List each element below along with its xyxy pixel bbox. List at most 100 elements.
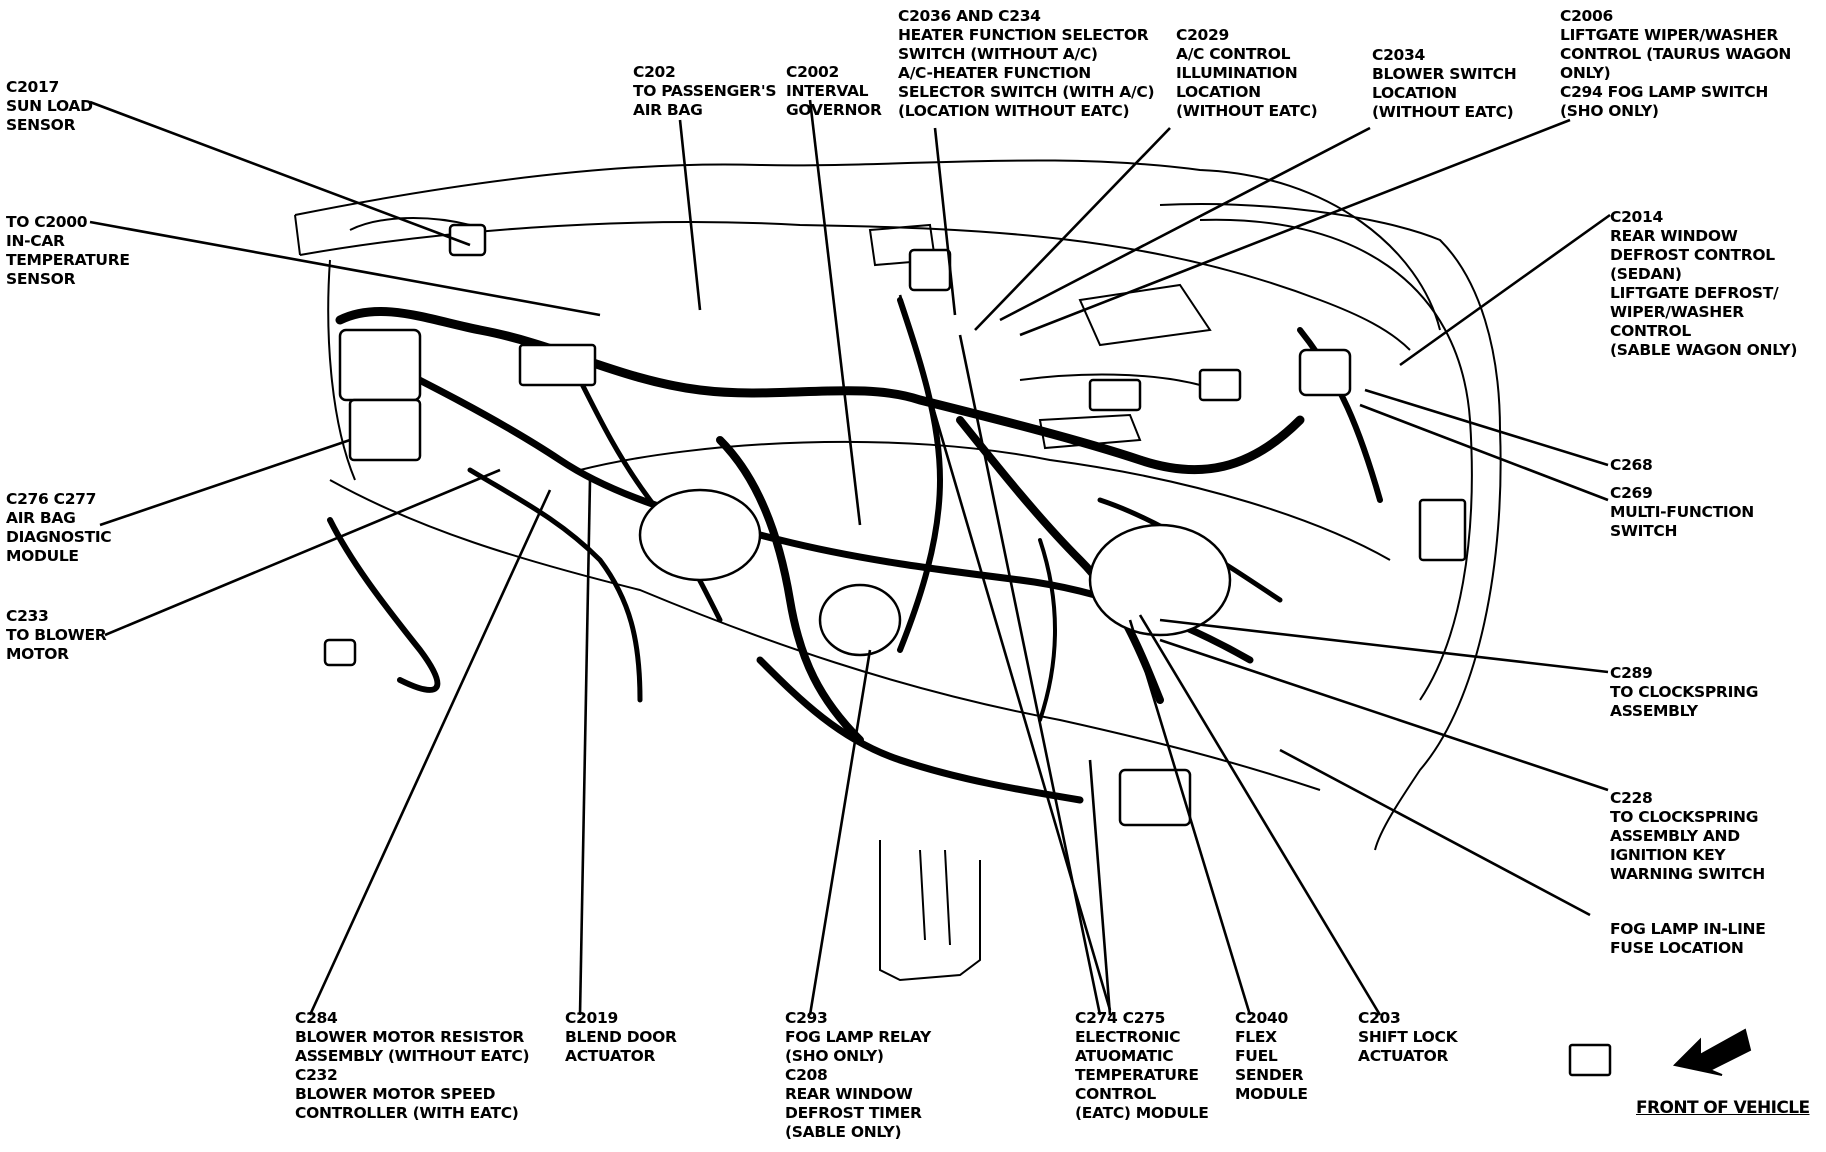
- callout-line: C232: [295, 1066, 338, 1084]
- callout-line: REAR WINDOW: [1610, 227, 1738, 245]
- callout-line: BLOWER MOTOR SPEED: [295, 1085, 496, 1103]
- callout-line: (WITHOUT EATC): [1372, 103, 1514, 121]
- callout-line: BLOWER MOTOR RESISTOR: [295, 1028, 525, 1046]
- callout-line: FUSE LOCATION: [1610, 939, 1744, 957]
- callout-line: GOVERNOR: [786, 101, 882, 119]
- leader-lines: [89, 99, 1611, 1016]
- callout-line: C2040: [1235, 1009, 1289, 1027]
- callout-line: A/C-HEATER FUNCTION: [898, 64, 1091, 82]
- callout-line: WARNING SWITCH: [1610, 865, 1765, 883]
- callout-line: AIR BAG: [633, 101, 703, 119]
- front-arrow-icon: [1672, 1028, 1752, 1076]
- callout-line: ATUOMATIC: [1075, 1047, 1174, 1065]
- callout-line: C233: [6, 607, 49, 625]
- callout-line: (SHO ONLY): [1560, 102, 1659, 120]
- callout-line: TO CLOCKSPRING: [1610, 683, 1759, 701]
- callout-line: SENSOR: [6, 116, 76, 134]
- callout-line: ASSEMBLY: [1610, 702, 1698, 720]
- callout-line: SUN LOAD: [6, 97, 93, 115]
- callout-line: FOG LAMP RELAY: [785, 1028, 931, 1046]
- callout-line: CONTROL: [1610, 322, 1691, 340]
- callout-line: FUEL: [1235, 1047, 1278, 1065]
- callout-line: BLOWER SWITCH: [1372, 65, 1517, 83]
- callout-line: C2029: [1176, 26, 1230, 44]
- callout-line: C2036 AND C234: [898, 7, 1041, 25]
- callout-line: IGNITION KEY: [1610, 846, 1726, 864]
- callout-line: C208: [785, 1066, 828, 1084]
- callout-line: SENDER: [1235, 1066, 1304, 1084]
- callout-line: ELECTRONIC: [1075, 1028, 1181, 1046]
- callout-line: C274 C275: [1075, 1009, 1166, 1027]
- callout-line: (SEDAN): [1610, 265, 1682, 283]
- front-of-vehicle-label: FRONT OF VEHICLE: [1636, 1098, 1810, 1118]
- callout-line: LIFTGATE WIPER/WASHER: [1560, 26, 1779, 44]
- callout-line: (EATC) MODULE: [1075, 1104, 1209, 1122]
- label-c268: C268: [1610, 456, 1653, 475]
- callout-line: C228: [1610, 789, 1653, 807]
- blower-motor-connector: [323, 638, 357, 667]
- callout-line: CONTROL: [1075, 1085, 1156, 1103]
- callout-line: DIAGNOSTIC: [6, 528, 112, 546]
- callout-line: (WITHOUT EATC): [1176, 102, 1318, 120]
- callout-line: (LOCATION WITHOUT EATC): [898, 102, 1130, 120]
- callout-line: LOCATION: [1372, 84, 1457, 102]
- callout-line: C203: [1358, 1009, 1401, 1027]
- callout-line: MOTOR: [6, 645, 69, 663]
- air-bag-diagnostic-module: [338, 328, 422, 402]
- callout-line: C2006: [1560, 7, 1614, 25]
- callout-line: (SHO ONLY): [785, 1047, 884, 1065]
- callout-line: C269: [1610, 484, 1653, 502]
- panel-outline: [294, 159, 1502, 982]
- callout-line: TO CLOCKSPRING: [1610, 808, 1759, 826]
- callout-line: MULTI-FUNCTION: [1610, 503, 1754, 521]
- callout-line: C289: [1610, 664, 1653, 682]
- callout-line: C2019: [565, 1009, 619, 1027]
- callout-line: C284: [295, 1009, 338, 1027]
- callout-line: REAR WINDOW: [785, 1085, 913, 1103]
- callout-line: TEMPERATURE: [6, 251, 130, 269]
- callout-line: DEFROST TIMER: [785, 1104, 922, 1122]
- callout-line: CONTROL (TAURUS WAGON: [1560, 45, 1792, 63]
- callout-line: ACTUATOR: [565, 1047, 656, 1065]
- callout-line: BLEND DOOR: [565, 1028, 677, 1046]
- callout-line: CONTROLLER (WITH EATC): [295, 1104, 519, 1122]
- callout-line: MODULE: [6, 547, 79, 565]
- callout-line: A/C CONTROL: [1176, 45, 1291, 63]
- callout-line: C268: [1610, 456, 1653, 474]
- callout-line: C293: [785, 1009, 828, 1027]
- callout-line: TO PASSENGER'S: [633, 82, 777, 100]
- components: [323, 223, 1612, 1077]
- callout-line: ILLUMINATION: [1176, 64, 1298, 82]
- callout-line: SHIFT LOCK: [1358, 1028, 1458, 1046]
- callout-line: TO BLOWER: [6, 626, 107, 644]
- callout-line: (SABLE ONLY): [785, 1123, 902, 1141]
- callout-line: SWITCH (WITHOUT A/C): [898, 45, 1098, 63]
- callout-line: C2002: [786, 63, 840, 81]
- callout-line: C294 FOG LAMP SWITCH: [1560, 83, 1769, 101]
- callout-line: TO C2000: [6, 213, 88, 231]
- callout-line: INTERVAL: [786, 82, 869, 100]
- callout-line: FOG LAMP IN-LINE: [1610, 920, 1766, 938]
- callout-line: C276 C277: [6, 490, 97, 508]
- callout-line: HEATER FUNCTION SELECTOR: [898, 26, 1149, 44]
